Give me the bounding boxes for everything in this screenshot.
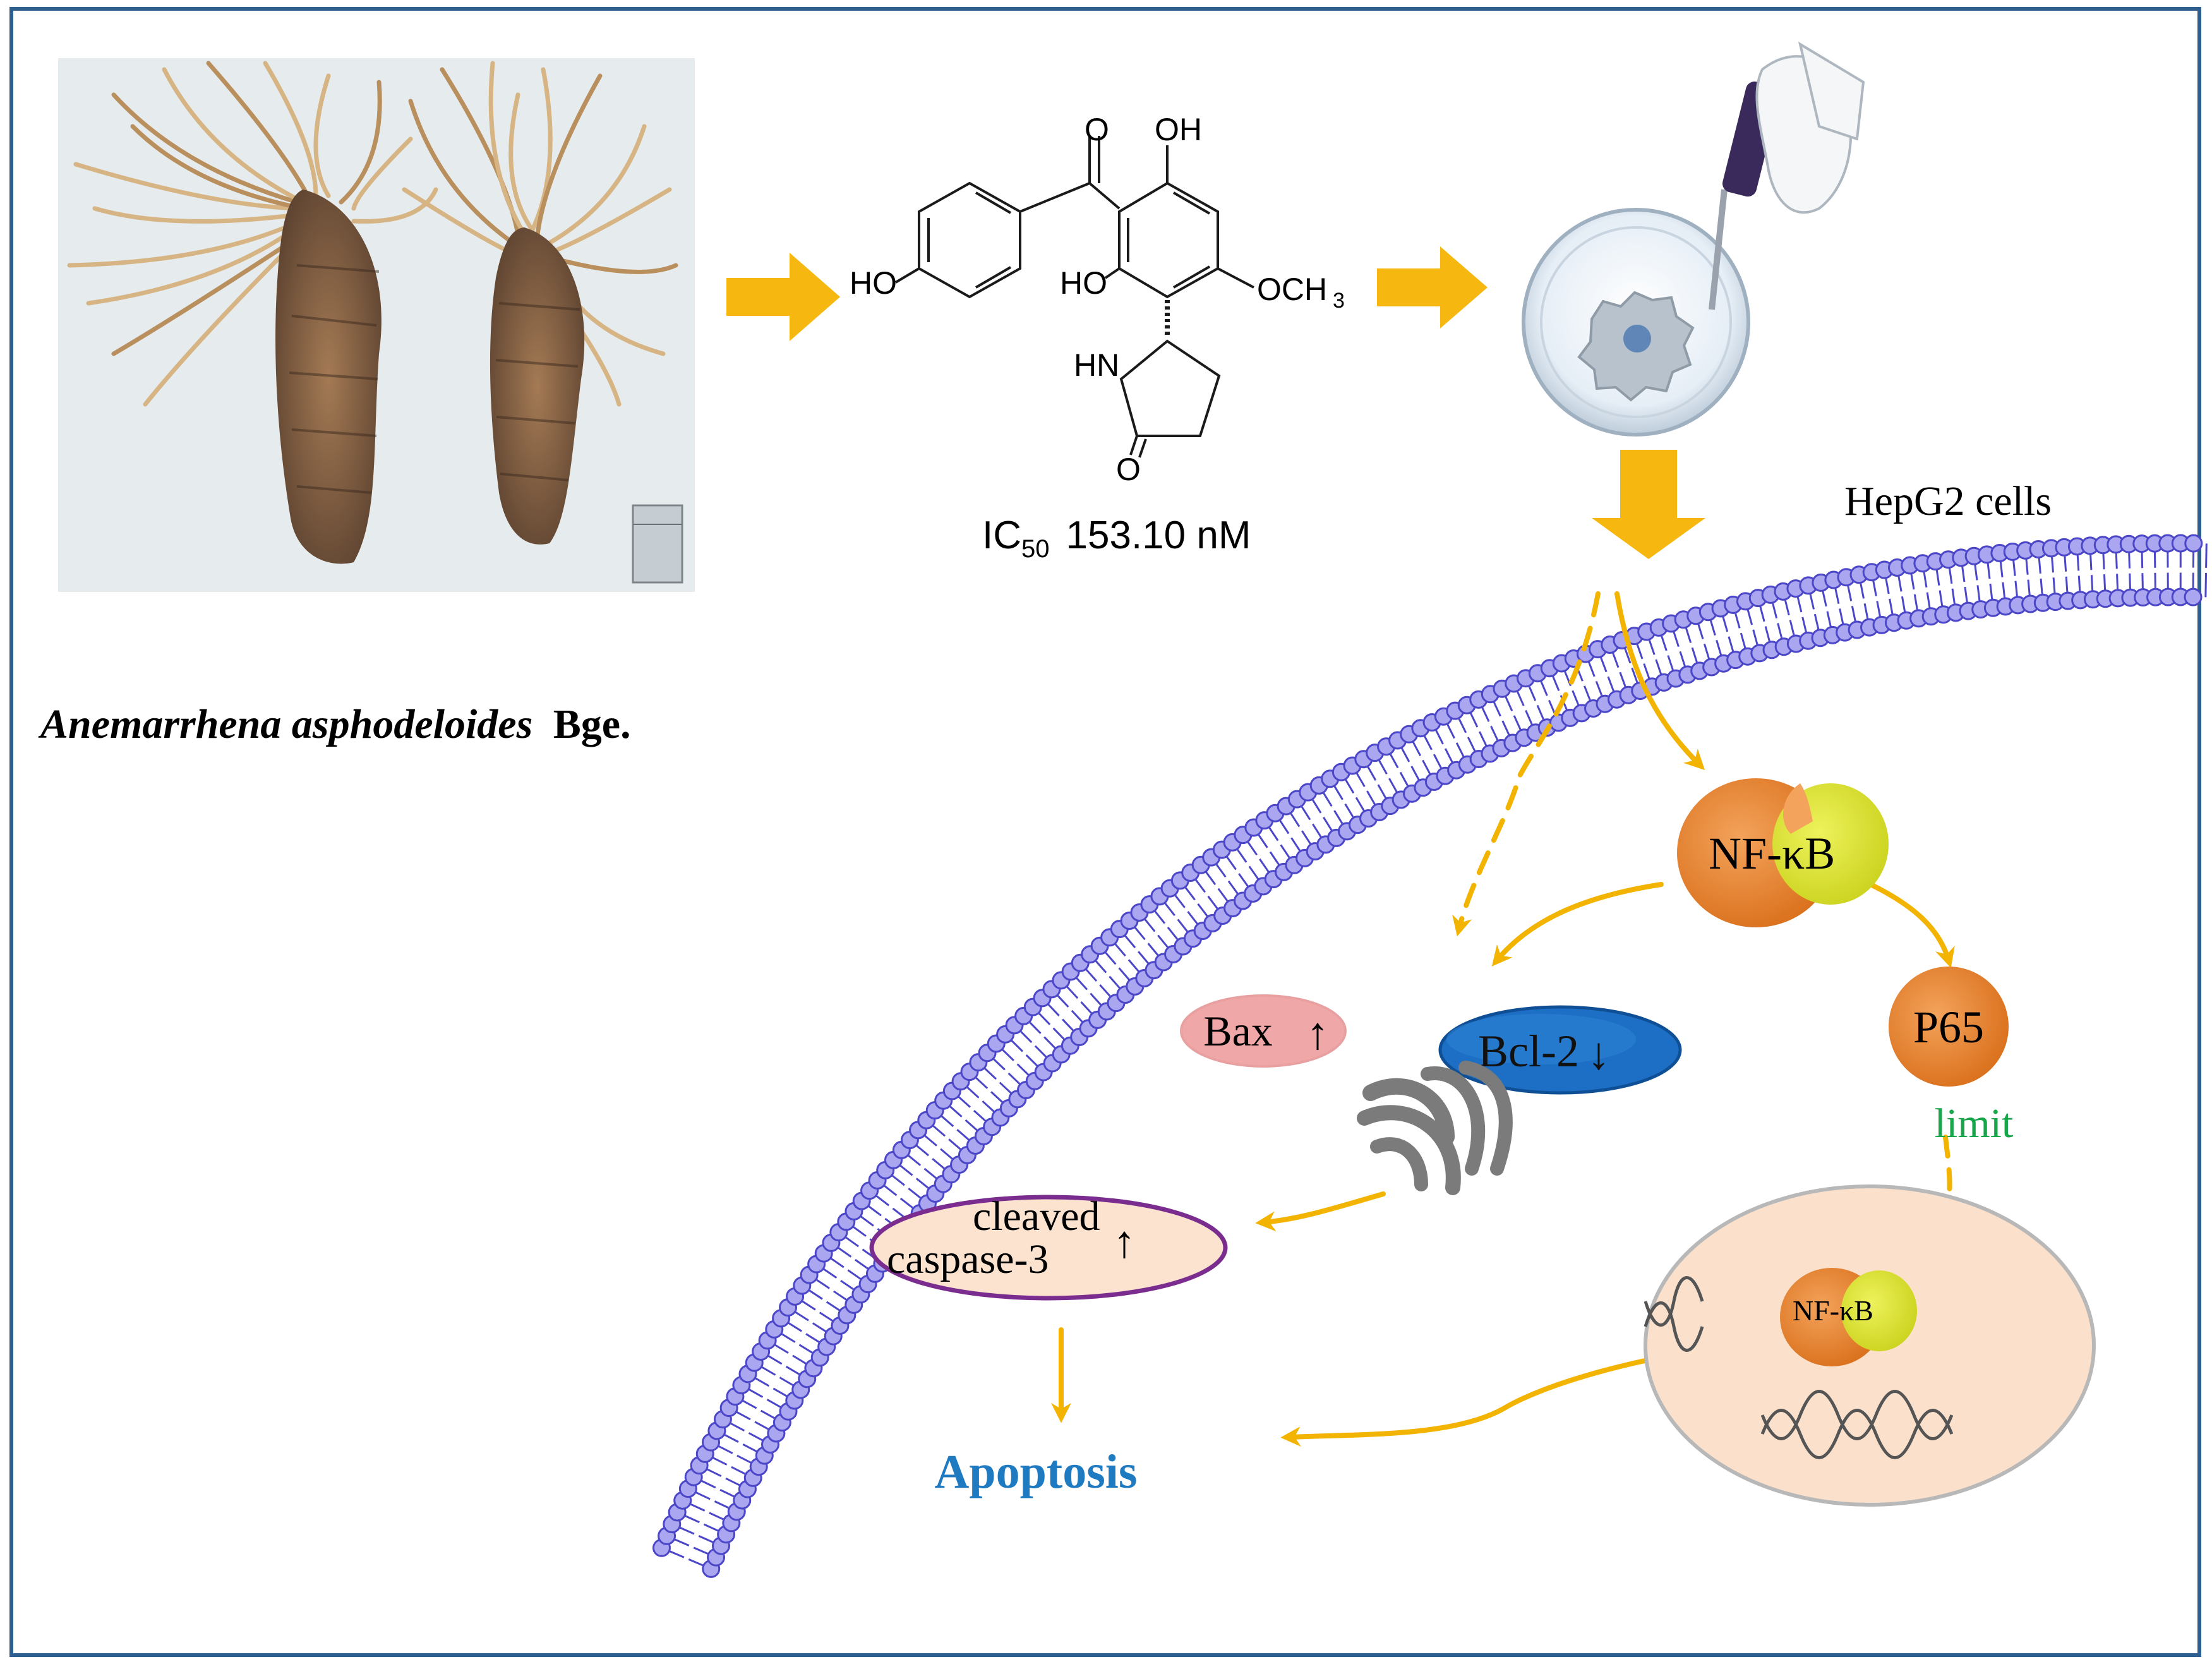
nfkb-label: NF-κB bbox=[1709, 828, 1835, 879]
atom-label-lactam-o: O bbox=[1116, 452, 1141, 487]
apoptosis-label: Apoptosis bbox=[935, 1445, 1138, 1498]
caspase-up-arrow: ↑ bbox=[1113, 1217, 1136, 1267]
plant-name-suffix: Bge. bbox=[553, 701, 631, 747]
plant-name-italic: Anemarrhena asphodeloides bbox=[38, 701, 532, 747]
plant-root-photo bbox=[58, 58, 695, 592]
ic50-label: IC bbox=[982, 514, 1021, 557]
caspase-label-line2: caspase-3 bbox=[887, 1236, 1049, 1282]
atom-label-och3-subscript: 3 bbox=[1333, 289, 1345, 313]
atom-label-ho-left: HO bbox=[850, 265, 897, 301]
p65-label: P65 bbox=[1913, 1002, 1984, 1052]
atom-label-och3: OCH bbox=[1257, 272, 1327, 307]
atom-label-oh-top: OH bbox=[1155, 112, 1202, 147]
atom-label-hn: HN bbox=[1074, 347, 1119, 383]
petri-dish-icon bbox=[1524, 210, 1748, 435]
atom-label-carbonyl-o: O bbox=[1085, 112, 1109, 147]
limit-label: limit bbox=[1935, 1100, 2014, 1147]
svg-text:Anemarrhena asphodeloides: Anemarrhena asphodeloides Bge. bbox=[38, 701, 631, 747]
caspase-label-line1: cleaved bbox=[973, 1193, 1100, 1239]
atom-label-ho-center: HO bbox=[1060, 265, 1107, 301]
bcl2-label: Bcl-2 bbox=[1478, 1026, 1579, 1076]
bax-up-arrow: ↑ bbox=[1306, 1008, 1329, 1059]
bcl2-down-arrow: ↓ bbox=[1587, 1028, 1610, 1079]
nucleus-nfkb-label: NF-κB bbox=[1793, 1294, 1873, 1327]
hepg2-cells-label: HepG2 cells bbox=[1844, 478, 2052, 524]
bax-label: Bax bbox=[1203, 1007, 1273, 1055]
ic50-subscript: 50 bbox=[1021, 535, 1050, 563]
ic50-value: 153.10 nM bbox=[1066, 514, 1251, 557]
